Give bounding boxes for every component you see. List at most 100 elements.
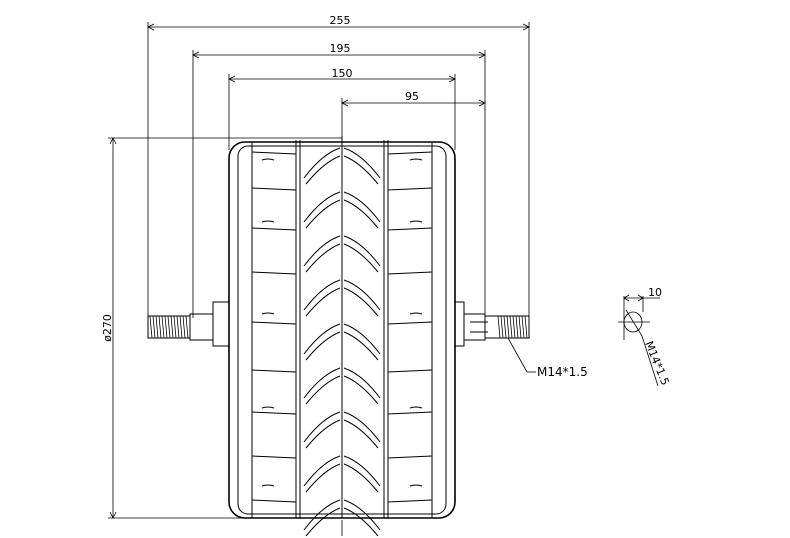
tread-chevron bbox=[303, 235, 341, 267]
tread-slot bbox=[409, 158, 423, 161]
thread-detail-view bbox=[618, 294, 660, 387]
thread-label: M14*1.5 bbox=[537, 365, 588, 379]
thread-hatch-line bbox=[155, 315, 159, 339]
tread-block-edge bbox=[387, 151, 433, 155]
tread-slot bbox=[409, 484, 423, 487]
tread-chevron bbox=[343, 199, 379, 229]
tread-chevron bbox=[303, 191, 341, 223]
thread-hatch-line bbox=[503, 315, 507, 339]
left-thread bbox=[149, 315, 189, 339]
right-axle bbox=[454, 301, 530, 347]
tread-block-edge bbox=[387, 187, 433, 191]
tread-chevron bbox=[343, 419, 379, 449]
thread-hatch-line bbox=[512, 315, 516, 339]
dim-diameter: ø270 bbox=[101, 314, 114, 342]
tread-chevron bbox=[305, 375, 341, 405]
tread-block-edge bbox=[387, 321, 433, 325]
dim-half-offset: 95 bbox=[405, 90, 419, 103]
tread-chevron bbox=[343, 499, 381, 531]
thread-hatch-line bbox=[149, 315, 153, 339]
tread-chevron bbox=[343, 235, 381, 267]
tread-block-edge bbox=[251, 151, 297, 155]
thread-hatch-line bbox=[185, 315, 189, 339]
tread-block-edge bbox=[251, 187, 297, 191]
tread-chevron bbox=[343, 411, 381, 443]
tread-chevron bbox=[305, 199, 341, 229]
tread-chevron bbox=[303, 499, 341, 531]
tread-chevron bbox=[343, 463, 379, 493]
thread-hatch-line bbox=[158, 315, 162, 339]
thread-hatch-line bbox=[509, 315, 513, 339]
tread-chevron bbox=[343, 367, 381, 399]
tread-chevron bbox=[343, 455, 381, 487]
tread-chevron bbox=[305, 243, 341, 273]
tread-chevron bbox=[303, 411, 341, 443]
tread-chevron bbox=[303, 455, 341, 487]
tread-block-edge bbox=[251, 411, 297, 415]
tread-pattern bbox=[251, 147, 433, 537]
tread-block-edge bbox=[387, 455, 433, 459]
tread-chevron bbox=[343, 147, 381, 179]
detail-width-label: 10 bbox=[648, 286, 662, 299]
tread-chevron bbox=[343, 323, 381, 355]
right-thread bbox=[497, 315, 528, 339]
thread-hatch-line bbox=[170, 315, 174, 339]
tread-chevron bbox=[343, 287, 379, 317]
thread-hatch-line bbox=[179, 315, 183, 339]
tread-chevron bbox=[343, 279, 381, 311]
tread-slot bbox=[409, 220, 423, 223]
tread-block-edge bbox=[251, 321, 297, 325]
thread-hatch-line bbox=[176, 315, 180, 339]
tread-chevron bbox=[343, 331, 379, 361]
thread-hatch-line bbox=[152, 315, 156, 339]
tread-block-edge bbox=[251, 455, 297, 459]
dim-overall-width: 255 bbox=[330, 14, 351, 27]
tread-slot bbox=[409, 312, 423, 315]
thread-hatch-line bbox=[521, 315, 525, 339]
tread-block-edge bbox=[387, 271, 433, 275]
tread-chevron bbox=[303, 147, 341, 179]
tread-slot bbox=[409, 406, 423, 409]
dim-tire-width: 150 bbox=[332, 67, 353, 80]
thread-hatch-line bbox=[518, 315, 522, 339]
tread-chevron bbox=[305, 287, 341, 317]
thread-hatch-line bbox=[497, 315, 501, 339]
tread-block-edge bbox=[387, 499, 433, 503]
tread-chevron bbox=[343, 155, 379, 185]
tire-body bbox=[228, 136, 456, 519]
dimension-lines bbox=[108, 22, 530, 536]
tread-chevron bbox=[303, 279, 341, 311]
tread-slot bbox=[261, 312, 275, 315]
thread-hatch-line bbox=[524, 315, 528, 339]
tread-chevron bbox=[343, 243, 379, 273]
tread-chevron bbox=[305, 507, 341, 537]
tread-slot bbox=[261, 158, 275, 161]
tread-slot bbox=[261, 406, 275, 409]
tread-block-edge bbox=[387, 369, 433, 373]
tread-chevron bbox=[305, 155, 341, 185]
tread-chevron bbox=[343, 375, 379, 405]
tread-chevron bbox=[303, 323, 341, 355]
thread-hatch-line bbox=[506, 315, 510, 339]
thread-hatch-line bbox=[161, 315, 165, 339]
tread-block-edge bbox=[251, 369, 297, 373]
tread-block-edge bbox=[251, 271, 297, 275]
tread-block-edge bbox=[387, 411, 433, 415]
tread-slot bbox=[261, 484, 275, 487]
thread-hatch-line bbox=[167, 315, 171, 339]
left-axle bbox=[147, 301, 230, 347]
thread-hatch-line bbox=[164, 315, 168, 339]
tread-block-edge bbox=[251, 499, 297, 503]
detail-thread-label: M14*1.5 bbox=[642, 339, 671, 387]
tread-block-edge bbox=[387, 227, 433, 231]
tread-chevron bbox=[343, 507, 379, 537]
tread-slot bbox=[261, 220, 275, 223]
tread-chevron bbox=[305, 463, 341, 493]
tread-chevron bbox=[305, 331, 341, 361]
tread-chevron bbox=[303, 367, 341, 399]
thread-hatch-line bbox=[173, 315, 177, 339]
thread-hatch-line bbox=[500, 315, 504, 339]
thread-leader bbox=[507, 337, 536, 373]
dim-axle-span: 195 bbox=[330, 42, 351, 55]
